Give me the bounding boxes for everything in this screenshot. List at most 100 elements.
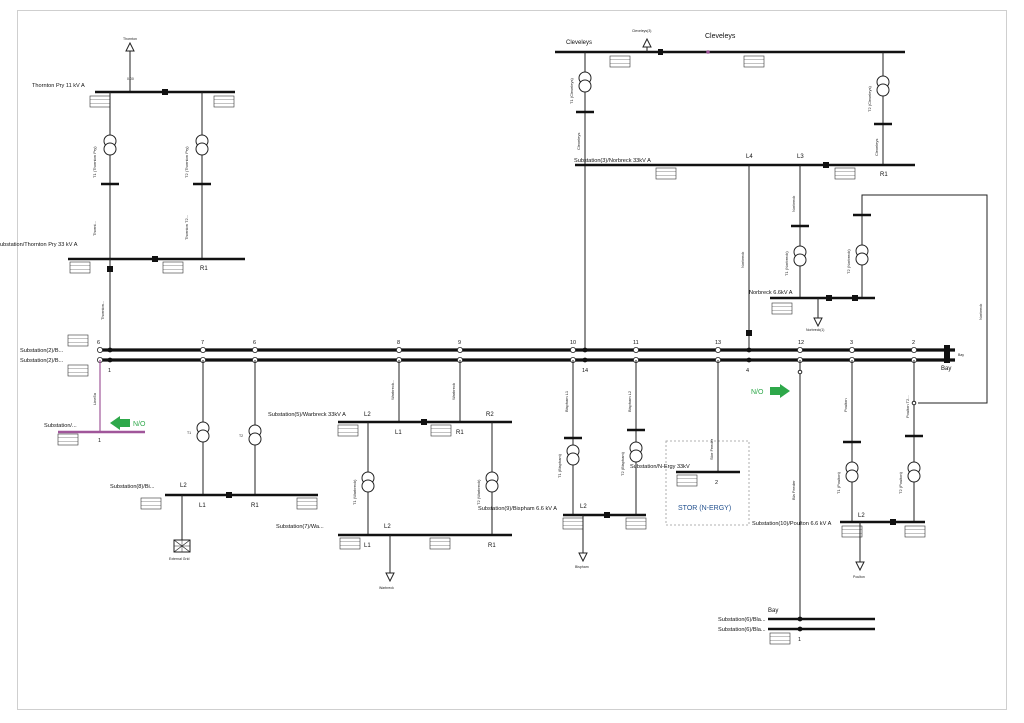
load-icon[interactable] [855,561,865,572]
svg-text:Bay: Bay [768,608,778,614]
bi-section: T1 T2 Substation(8)/Bi... L2 L1 R1 Exter… [110,360,318,561]
main-busbar-2-label: Substation(2)/B... [20,358,64,364]
stor-section: Stor Feeder Substation/N-Ergy 33kV 2 STO… [630,360,750,526]
transformer-label: T2 (Cleveleys) [867,86,872,112]
result-box [296,497,318,510]
load-icon[interactable] [813,317,823,328]
transformer-label: T2 (Thornton Pry) [184,146,189,178]
svg-text:R2: R2 [486,412,494,418]
external-grid-icon[interactable] [173,539,191,553]
circuit-breaker[interactable] [162,89,168,95]
transformer-icon[interactable] [196,421,210,443]
svg-text:R1: R1 [200,266,208,272]
load-label: Warbreck [379,586,394,590]
cable-label: Cleveleys [874,139,879,156]
transformer-icon[interactable] [361,471,375,493]
svg-text:Bla Feeder: Bla Feeder [791,480,796,500]
svg-text:R1: R1 [456,430,464,436]
nergy-label: Substation/N-Ergy 33kV [630,464,690,470]
transformer-icon[interactable] [103,134,117,156]
cleveleys-left-label: Cleveleys [566,40,592,46]
svg-text:Bay: Bay [958,353,964,357]
svg-text:Warbreck: Warbreck [451,383,456,400]
svg-text:1: 1 [98,438,101,444]
circuit-breaker[interactable] [421,419,427,425]
transformer-icon[interactable] [248,424,262,446]
svg-text:L1: L1 [395,430,402,436]
transformer-icon[interactable] [566,444,580,466]
result-box [609,55,631,68]
poulton-66kv-label: Substation(10)/Poulton 6.6 kV A [752,521,832,527]
transformer-icon[interactable] [629,441,643,463]
norbreck-33kv-label: Substation(3)/Norbreck 33kV A [574,158,651,164]
main-busbar-1-label: Substation(2)/B... [20,348,64,354]
transformer-icon[interactable] [195,134,209,156]
circuit-breaker[interactable] [890,519,896,525]
bla-1-label: Substation(6)/Bla... [718,617,766,623]
transformer-icon[interactable] [485,471,499,493]
svg-text:12: 12 [798,340,804,346]
result-box [67,364,89,377]
substation-left-label: Substation/... [44,423,77,429]
bispham-66kv-label: Substation(9)/Bispham 6.6 kV A [478,506,557,512]
transformer-icon[interactable] [578,71,592,93]
circuit-breaker[interactable] [823,162,829,168]
svg-text:R1: R1 [880,172,888,178]
drawing-frame [17,10,1007,710]
load-label: Norbreck(1) [806,328,824,332]
svg-text:Bay: Bay [941,366,951,372]
circuit-breaker[interactable] [152,256,158,262]
svg-text:L1: L1 [199,503,206,509]
result-box [430,424,452,437]
result-box [841,525,863,538]
result-box [625,517,647,530]
svg-text:1: 1 [108,368,111,374]
result-box [769,632,791,645]
result-box [339,537,361,550]
svg-text:R1: R1 [251,503,259,509]
load-icon[interactable] [578,552,588,563]
circuit-breaker[interactable] [604,512,610,518]
result-box [89,95,111,108]
svg-text:7: 7 [201,340,204,346]
thornton-source-arrow [125,41,135,52]
transformer-icon[interactable] [793,245,807,267]
svg-text:T1 (Bispham): T1 (Bispham) [557,453,562,478]
svg-text:11: 11 [633,340,639,346]
result-box [57,433,79,446]
transformer-icon[interactable] [855,244,869,266]
cable-label: Cleveleys [576,133,581,150]
thornton-section: Thornton 0.00 Thornton Pry 11 kV A T1 (T… [0,37,245,350]
open-point-arrow-icon [770,384,790,398]
bla-section: Substation(6)/Bla... Substation(6)/Bla..… [718,608,875,645]
left-feeder: Line5a Substation/... 1 N/O [44,360,146,446]
svg-text:Poulton: Poulton [843,398,848,412]
svg-text:8: 8 [397,340,400,346]
svg-text:13: 13 [715,340,721,346]
transformer-icon[interactable] [845,461,859,483]
cleveleys-arrow-label: Cleveleys(3) [632,29,651,33]
svg-text:Bispham L2: Bispham L2 [627,390,632,412]
svg-text:T1 (Warbreck): T1 (Warbreck) [352,479,357,505]
result-box [834,167,856,180]
bi-label: Substation(8)/Bi... [110,484,155,490]
transformer-icon[interactable] [907,461,921,483]
transformer-icon[interactable] [876,75,890,97]
link-label: Norbreck [978,304,983,320]
transformer-label: T1 (Thornton Pry) [92,146,97,178]
svg-text:T2: T2 [239,434,243,438]
load-label: Bispham [575,565,589,569]
svg-text:L1: L1 [364,543,371,549]
thornton-11kv-label: Thornton Pry 11 kV A [32,83,85,89]
circuit-breaker[interactable] [226,492,232,498]
poulton-section: Bla Feeder N/O Poulton T1 (Poulton) Poul… [751,360,926,620]
result-box [337,424,359,437]
open-point-tag: N/O [751,389,764,396]
transformer-label: T1 (Norbreck) [784,251,789,276]
svg-text:L3: L3 [797,154,804,160]
svg-text:T2 (Poulton): T2 (Poulton) [898,471,903,494]
cable-label: Thornt... [92,221,97,236]
result-box [162,261,184,274]
load-icon[interactable] [385,572,395,583]
svg-text:T2 (Warbreck): T2 (Warbreck) [476,479,481,505]
